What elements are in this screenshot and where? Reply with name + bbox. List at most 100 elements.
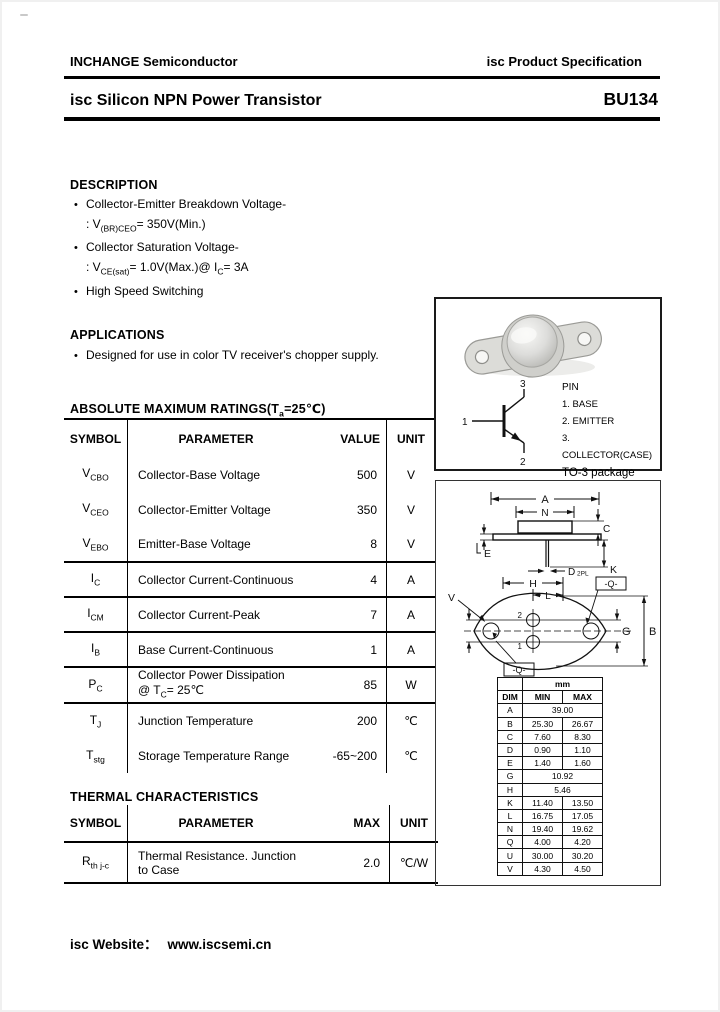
list-item: : V(BR)CEO= 350V(Min.) [86,217,206,234]
package-name: TO-3 package [562,467,635,479]
dim-cell: L [497,808,523,824]
dim-label-K: K [610,564,617,576]
max-cell: 19.62 [562,822,603,837]
dim-cell: G [497,769,523,784]
parameter-header: PARAMETER [127,805,304,843]
dim-cell: Q [497,835,523,850]
to3-device [464,314,602,378]
unit-cell: ℃ [386,702,435,739]
parameter-cell: Storage Temperature Range [138,748,290,763]
pin-item: 2. EMITTER [562,416,615,427]
value-cell: 8 [304,527,387,562]
dim-label-L: L [545,591,551,602]
symbol-cell: IC [64,561,128,597]
parameter-cell: Base Current-Continuous [127,631,304,667]
dim-label-N: N [541,508,548,519]
max-cell: 4.50 [562,861,603,876]
applications-list: •Designed for use in color TV receiver's… [74,346,379,366]
abs-max-ratings-table: SYMBOL PARAMETER VALUE UNIT VCBO Collect… [64,418,435,774]
max-cell: 8.30 [562,729,603,744]
pin-number-1: 1 [518,642,523,651]
symbol-cell: Tstg [64,738,128,774]
dim-label-E: E [484,548,491,560]
unit-header: UNIT [397,431,425,446]
table-row: Rth j-c Thermal Resistance. Junction to … [64,842,438,884]
max-cell: 1.60 [562,756,603,771]
min-cell: 30.00 [522,848,563,863]
min-cell: 0.90 [522,742,563,758]
bottom-view-arrowheads [466,580,647,666]
min-cell: 25.30 [522,716,563,731]
max-cell: 17.05 [562,808,603,824]
title-bar: isc Silicon NPN Power Transistor BU134 [70,89,658,110]
unit-cell: ℃ [404,748,418,763]
table-row: VCBO Collector-Base Voltage 500 V [64,457,435,492]
table-row: TJ Junction Temperature 200 ℃ [64,702,435,739]
dim-label-B: B [649,626,656,638]
span-cell: 10.92 [522,769,603,784]
parameter-cell: Collector-Emitter Voltage [138,502,271,517]
dim-label-C: C [603,524,610,535]
value-cell: -65~200 [304,738,387,774]
value-cell: 200 [304,702,387,739]
max-cell: 13.50 [562,795,603,810]
website-url: www.iscsemi.cn [167,937,272,952]
max-header: MAX [562,690,603,705]
package-info-frame: 1 3 2 PIN 1. BASE 2. EMITTER 3. COLLECTO… [434,297,662,479]
dim-label-V: V [448,592,455,604]
table-header-row: DIM MIN MAX [497,690,603,705]
value-cell: 1 [304,631,387,667]
thermal-heading: THERMAL CHARACTERISTICS [70,790,259,804]
min-cell: 4.30 [522,861,563,876]
to3-package-photo [464,314,602,378]
table-header-row: SYMBOL PARAMETER MAX UNIT [64,805,438,843]
dim-cell: N [497,822,523,837]
datum-label-Q: -Q- [605,579,618,589]
table-row: IC Collector Current-Continuous 4 A [64,561,435,597]
symbol-cell: TJ [64,702,128,739]
dim-label-G: G [622,626,631,638]
scan-artifact [20,14,28,16]
pin-list: PIN 1. BASE 2. EMITTER 3. COLLECTOR(CASE… [562,379,660,482]
table-row: Tstg Storage Temperature Range -65~200 ℃ [64,738,435,774]
parameter-cell: Thermal Resistance. Junction to Case [127,842,304,884]
min-cell: 1.40 [522,756,563,771]
symbol-header: SYMBOL [64,419,128,457]
parameter-cell: Collector Power Dissipation@ TC= 25℃ [127,665,304,704]
page-header: INCHANGE Semiconductor isc Product Speci… [70,54,642,69]
abs-max-ratings-heading: ABSOLUTE MAXIMUM RATINGS(Ta=25℃) [70,402,326,419]
parameter-header: PARAMETER [178,431,254,446]
symbol-cell: ICM [64,596,128,632]
list-item: •Collector Saturation Voltage- [74,240,239,255]
unit-cell: V [406,467,415,482]
parameter-cell: Collector Current-Continuous [127,561,304,597]
dim-cell: V [497,861,523,876]
value-cell: 350 [304,492,387,527]
pin-item: 3. COLLECTOR(CASE) [562,433,653,461]
pin-item: 1. BASE [562,399,598,410]
mm-header: mm [522,676,603,692]
dim-cell: K [497,795,523,810]
table-row: VCEO Collector-Emitter Voltage 350 V [64,492,435,527]
max-cell: 4.20 [562,835,603,850]
title-rule [64,117,660,121]
max-cell: 26.67 [562,716,603,731]
value-header: VALUE [304,419,387,457]
website-label: isc Website： [70,937,158,952]
symbol-cell: VCEO [64,492,128,527]
table-row: PC Collector Power Dissipation@ TC= 25℃ … [64,665,435,704]
parameter-cell: Emitter-Base Voltage [138,537,251,551]
dim-label-D-qty: 2PL [577,571,589,578]
value-cell: 2.0 [304,842,390,884]
span-cell: 39.00 [522,703,603,718]
unit-cell: A [386,561,435,597]
dim-cell: C [497,729,523,744]
page-footer: isc Website： www.iscsemi.cn [70,933,271,953]
min-cell: 4.00 [522,835,563,850]
